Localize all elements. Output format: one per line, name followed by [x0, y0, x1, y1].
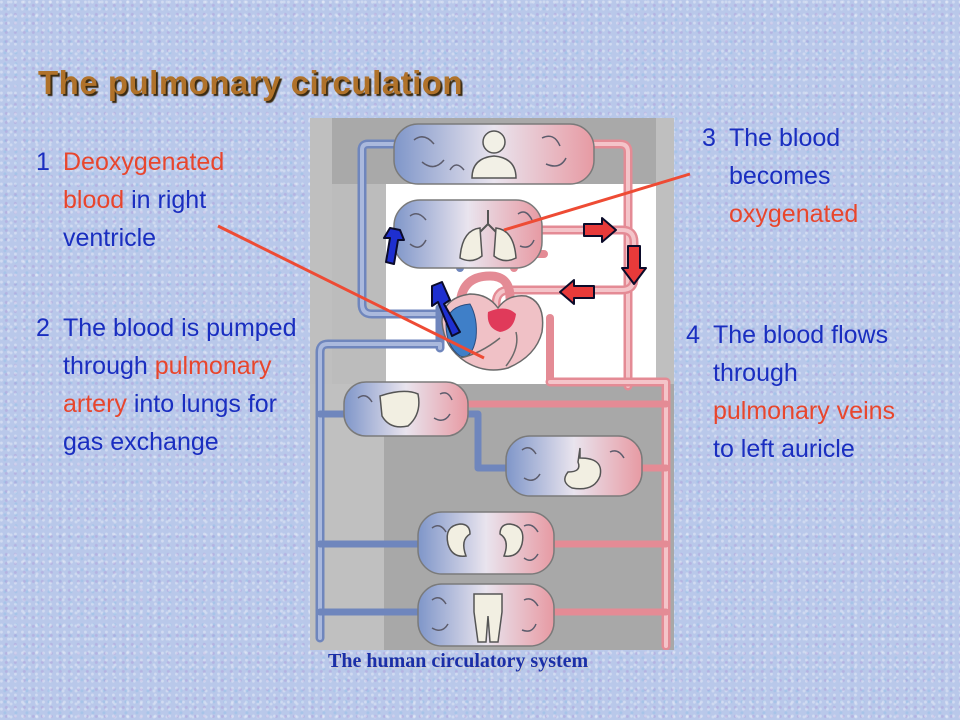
- upper-body-icon: [471, 155, 517, 179]
- point-text-highlight: pulmonary veins: [713, 397, 896, 425]
- point-text-part: into lungs for gas exchange: [63, 390, 277, 456]
- page-title: The pulmonary circulation: [38, 64, 464, 101]
- red-arrow-down: [621, 245, 647, 285]
- organ-lungs: [393, 199, 543, 269]
- point-number: 2: [36, 314, 50, 342]
- point-number: 4: [686, 321, 700, 349]
- point-number: 1: [36, 148, 50, 176]
- organ-lower-body: [417, 583, 555, 647]
- left-auricle: [487, 308, 516, 332]
- diagram-caption: The human circulatory system: [328, 650, 589, 672]
- point-text-part: in right ventricle: [63, 186, 207, 252]
- liver-icon: [379, 390, 420, 428]
- point-text: Deoxygenated blood in right ventricle: [63, 143, 276, 257]
- point-3: 3 The blood becomes oxygenated: [702, 119, 902, 233]
- organ-liver: [343, 381, 469, 437]
- aorta-lower-highlight: [548, 380, 668, 648]
- head-icon: [482, 130, 506, 154]
- red-arrow-left: [559, 279, 595, 305]
- point-text-part: The blood becomes: [729, 124, 841, 190]
- point-2: 2 The blood is pumped through pulmonary …: [36, 309, 306, 461]
- left-kidney-icon: [446, 523, 471, 557]
- point-text: The blood becomes oxygenated: [729, 119, 902, 233]
- point-text: The blood flows through pulmonary veins …: [713, 316, 906, 468]
- circulatory-diagram: [310, 118, 674, 650]
- organ-head: [393, 123, 595, 185]
- point-text: The blood is pumped through pulmonary ar…: [63, 309, 306, 461]
- point-4: 4 The blood flows through pulmonary vein…: [686, 316, 906, 468]
- point-1: 1 Deoxygenated blood in right ventricle: [36, 143, 276, 257]
- pulmonary-vein-highlight: [494, 228, 636, 316]
- point-text-highlight: Deoxygenated blood: [63, 148, 225, 214]
- stomach-icon: [564, 447, 602, 490]
- aorta-upper-highlight: [578, 142, 630, 388]
- legs-icon: [473, 593, 503, 643]
- point-number: 3: [702, 124, 716, 152]
- organ-kidneys: [417, 511, 555, 575]
- point-text-highlight: oxygenated: [729, 200, 859, 228]
- organ-stomach: [505, 435, 643, 497]
- right-kidney-icon: [499, 523, 524, 557]
- point-text-part: to left auricle: [713, 435, 855, 463]
- point-text-part: The blood flows through: [713, 321, 889, 387]
- right-lung-icon: [493, 227, 517, 262]
